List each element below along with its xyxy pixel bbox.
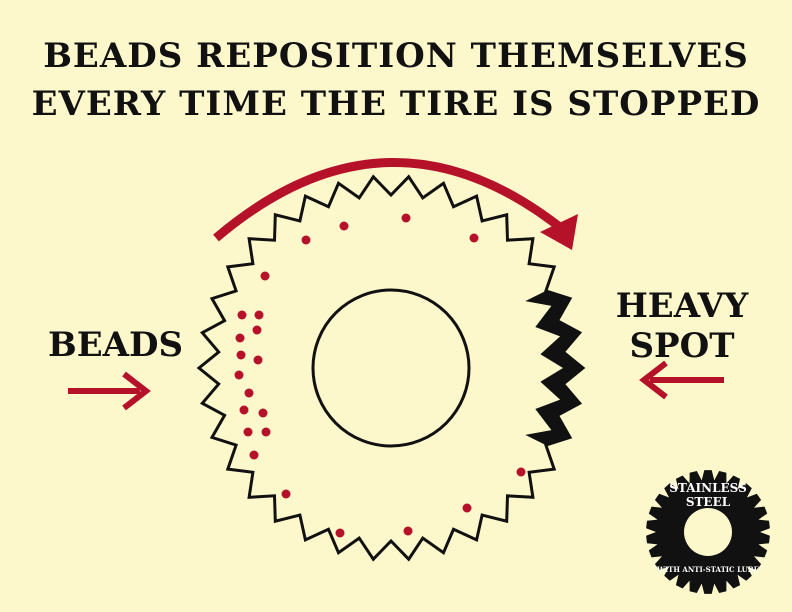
stainless-steel-logo: STAINLESS STEEL WITH ANTI-STATIC LUBE (646, 470, 770, 594)
wheel-rim (311, 288, 471, 448)
bead (469, 233, 479, 243)
logo-text-stainless: STAINLESS (669, 481, 746, 495)
bead (254, 310, 264, 320)
bead (260, 271, 270, 281)
bead (249, 450, 259, 460)
title-line-2: EVERY TIME THE TIRE IS STOPPED (31, 84, 761, 124)
logo-text-steel: STEEL (686, 495, 731, 509)
heavy-spot-arrow-icon (639, 360, 724, 400)
bead (252, 325, 262, 335)
bead (261, 427, 271, 437)
heavy-spot-label: HEAVY SPOT (612, 286, 752, 366)
bead (243, 427, 253, 437)
beads-arrow-icon (68, 371, 151, 411)
bead (244, 388, 254, 398)
bead (235, 333, 245, 343)
bead (234, 370, 244, 380)
rotation-arrow (213, 158, 569, 242)
bead (236, 350, 246, 360)
bead (281, 489, 291, 499)
bead (258, 408, 268, 418)
heavy-label: HEAVY (615, 286, 749, 326)
bead (401, 213, 411, 223)
bead (335, 528, 345, 538)
bead (253, 355, 263, 365)
beads (234, 213, 526, 538)
logo-text-lube: WITH ANTI-STATIC LUBE (656, 565, 759, 574)
bead (237, 310, 247, 320)
title-line-1: BEADS REPOSITION THEMSELVES (43, 36, 749, 76)
bead (516, 467, 526, 477)
tire-tread (196, 174, 586, 562)
heavy-spot (525, 290, 583, 446)
bead (239, 405, 249, 415)
bead (403, 526, 413, 536)
beads-label: BEADS (48, 325, 184, 365)
spot-label: SPOT (629, 326, 735, 366)
bead (301, 235, 311, 245)
rotation-arrow-head (540, 214, 578, 250)
tire (196, 174, 586, 562)
bead (462, 503, 472, 513)
bead (339, 221, 349, 231)
